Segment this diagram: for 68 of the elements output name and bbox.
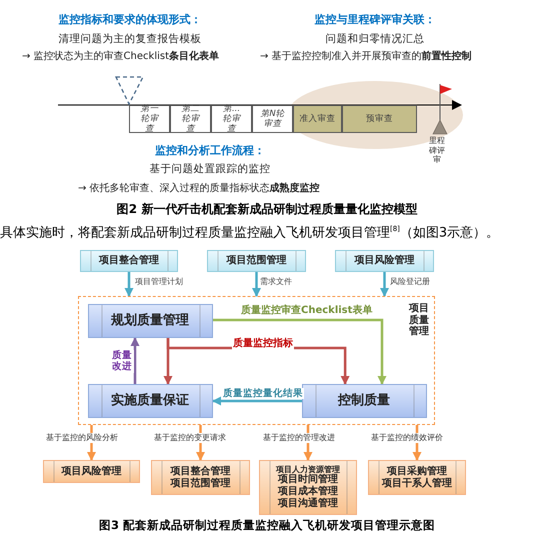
- heading-text: 监控和分析工作流程：: [154, 144, 266, 158]
- figure-caption: 图2 新一代歼击机配套新成品研制过程质量量化监控模型: [116, 202, 418, 216]
- edge-label: 质量监控指标: [232, 338, 294, 350]
- process-box: [151, 460, 250, 495]
- review-stage-box: [129, 105, 170, 133]
- node-text: 项目整合管理: [99, 255, 159, 267]
- node-text: 项目风险管理: [354, 255, 414, 267]
- process-box: [368, 460, 466, 495]
- node-text: 项目整合管理: [170, 466, 230, 478]
- node-text: 项目质量管理: [408, 303, 430, 338]
- node-text: 规划质量管理: [111, 312, 189, 328]
- process-box: [88, 304, 212, 338]
- node-text: 第N轮审查: [260, 108, 286, 130]
- edge-label: 基于监控的管理改进: [262, 433, 336, 443]
- node-text: 第一轮审查: [140, 104, 160, 134]
- process-box: [302, 384, 426, 418]
- review-stage-box: [252, 105, 293, 133]
- node-text: 第...轮审查: [222, 104, 242, 134]
- node-text: 第二轮审查: [180, 104, 201, 134]
- edge-label: 质量监控量化结果: [222, 388, 304, 400]
- body-text: → 依托多轮审查、深入过程的质量指标状态成熟度监控: [78, 183, 320, 195]
- process-box: [259, 460, 357, 515]
- milestone-label: 里程碑评审: [428, 136, 446, 165]
- node-text: 项目采购管理: [387, 466, 447, 476]
- edge-label: 基于监控的变更请求: [153, 433, 227, 443]
- process-box: [88, 384, 212, 418]
- node-text: 项目沟通管理: [278, 498, 338, 510]
- arrow: [212, 396, 302, 406]
- node-text: 控制质量: [338, 392, 390, 408]
- node-text: 项目风险管理: [62, 466, 122, 478]
- node-text: 项目干系人管理: [382, 478, 452, 490]
- node-text: 实施质量保证: [111, 392, 189, 408]
- edge-label: 基于监控的风险分析: [45, 433, 119, 443]
- body-text: → 基于监控控制准入并开展预审查的前置性控制: [260, 51, 472, 63]
- process-box: [207, 250, 306, 272]
- body-text: 问题和归零情况汇总: [324, 33, 426, 46]
- heading-text: 监控指标和要求的体现形式：: [58, 13, 202, 26]
- figure-caption: 图3 配套新成品研制过程质量监控融入飞机研发项目管理示意图: [98, 519, 436, 533]
- review-stage-box: [170, 105, 211, 133]
- heading-text: 监控与里程碑评审关联：: [314, 13, 436, 26]
- process-box: [43, 460, 140, 483]
- edge-label: 质量改进: [110, 350, 134, 373]
- node-text: 项目范围管理: [170, 478, 230, 490]
- body-text: 基于问题处置跟踪的监控: [148, 163, 272, 176]
- node-text: 项目时间管理: [278, 474, 338, 486]
- node-text: 项目范围管理: [226, 255, 286, 267]
- arrow: [213, 318, 386, 385]
- edge-label: 质量监控审查Checklist表单: [240, 305, 374, 317]
- node-text: 项目人力资源管理: [276, 464, 340, 474]
- arrow: [130, 337, 140, 384]
- edge-label: 项目管理计划: [134, 277, 184, 287]
- process-box: [335, 250, 434, 272]
- body-text: 具体实施时，将配套新成品研制过程质量监控融入飞机研发项目管理$^{[8]}$（如图3示意）。: [0, 225, 500, 241]
- review-stage-box: [293, 105, 342, 133]
- edge-label: 需求文件: [259, 277, 293, 287]
- edge-label: 风险登记册: [389, 277, 431, 287]
- arrow: [252, 272, 261, 297]
- review-stage-box: [211, 105, 252, 133]
- edge-label: 基于监控的绩效评价: [370, 433, 444, 443]
- body-text: → 监控状态为主的审查Checklist条目化表单: [22, 51, 220, 63]
- body-text: 清理问题为主的复查报告模板: [58, 33, 202, 46]
- process-box: [80, 250, 178, 272]
- node-text: 预审查: [366, 114, 393, 124]
- arrow: [124, 272, 134, 297]
- arrow: [380, 272, 389, 297]
- review-stage-box: [342, 105, 417, 133]
- node-text: 项目成本管理: [278, 486, 338, 498]
- node-text: 准入审查: [300, 114, 336, 124]
